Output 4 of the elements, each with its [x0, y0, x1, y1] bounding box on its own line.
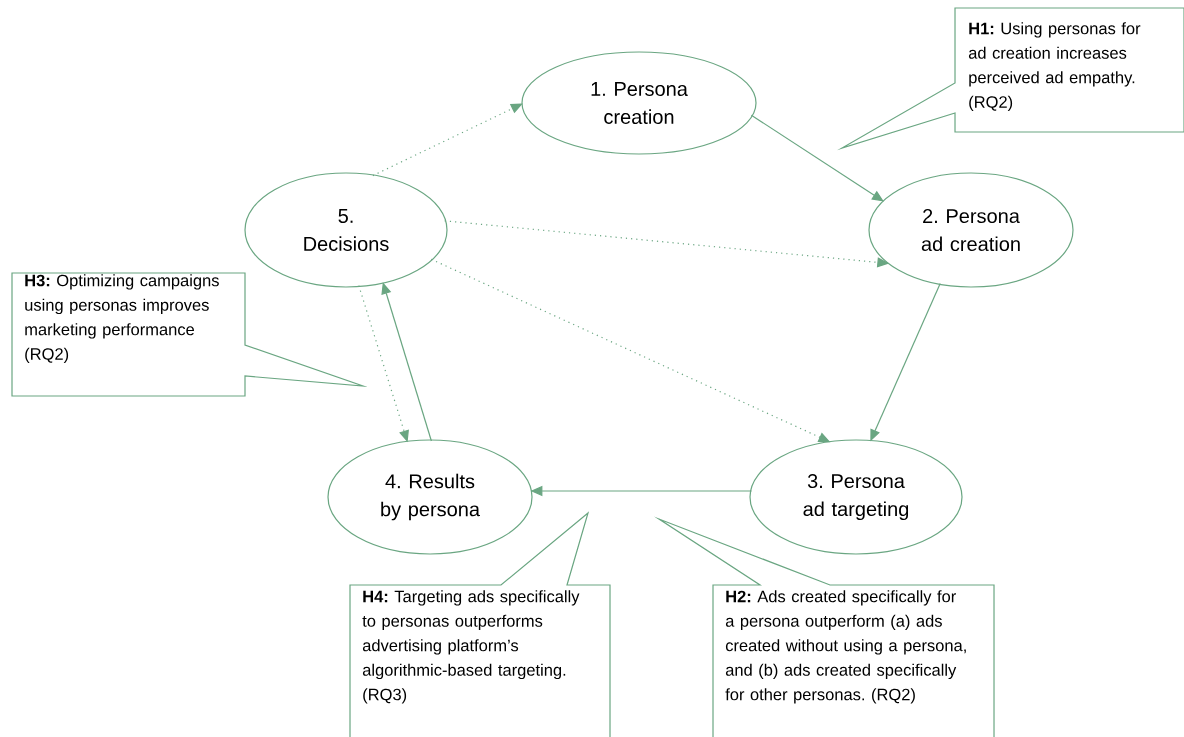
callout-box: H3: Optimizing campaigns using personas improves marketing performance (RQ2) — [11, 272, 368, 397]
arrow — [372, 103, 523, 177]
callout-box: H1: Using personas for ad creation increases perceived ad empathy. (RQ2) — [837, 7, 1184, 151]
arrow — [750, 114, 884, 202]
